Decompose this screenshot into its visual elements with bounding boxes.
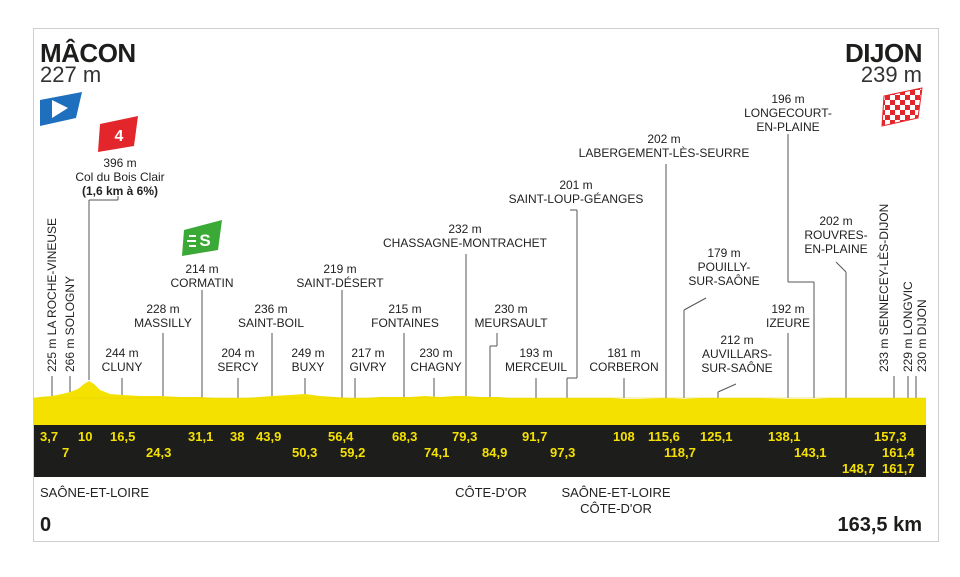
climb-badge-number: 4 — [115, 128, 124, 145]
finish-flag-icon — [881, 87, 923, 127]
climb-badge-icon: 4 — [98, 116, 138, 152]
climb-detail: (1,6 km à 6%) — [81, 184, 159, 198]
km-marker: 91,7 — [522, 429, 548, 444]
km-marker: 118,7 — [664, 445, 696, 460]
km-marker: 115,6 — [648, 429, 680, 444]
km-marker: 148,7 — [842, 461, 875, 476]
vertical-town-label: 229 m LONGVIC — [901, 281, 915, 372]
km-marker: 138,1 — [768, 429, 801, 444]
pointer-lines — [51, 134, 917, 398]
km-marker: 31,1 — [188, 429, 214, 444]
sprint-name: CORMATIN — [170, 276, 234, 290]
km-marker: 56,4 — [328, 429, 354, 444]
start-altitude: 227 m — [40, 62, 102, 87]
start-city: MÂCON — [40, 38, 136, 68]
vertical-town-label: 230 m DIJON — [915, 299, 929, 372]
region-label: CÔTE-D'OR — [455, 485, 527, 500]
km-marker: 79,3 — [452, 429, 478, 444]
km-marker: 157,3 — [874, 429, 907, 444]
km-marker: 38 — [230, 429, 245, 444]
km-marker: 50,3 — [292, 445, 318, 460]
km-marker: 161,7 — [882, 461, 915, 476]
sprint-label: 214 m CORMATIN — [160, 262, 244, 290]
km-marker: 24,3 — [146, 445, 172, 460]
start-flag-icon — [40, 92, 82, 126]
km-marker: 3,7 — [40, 429, 59, 444]
finish-city: DIJON — [845, 38, 922, 68]
km-marker: 161,4 — [882, 445, 915, 460]
vertical-town-label: 225 m LA ROCHE-VINEUSE — [45, 217, 59, 372]
km-band — [34, 425, 926, 477]
km-marker: 74,1 — [424, 445, 450, 460]
vertical-town-label: 266 m SOLOGNY — [63, 275, 77, 372]
distance-end: 163,5 km — [837, 514, 922, 536]
km-marker: 43,9 — [256, 429, 282, 444]
km-marker: 108 — [613, 429, 635, 444]
sprint-altitude: 214 m — [185, 262, 219, 276]
distance-start: 0 — [40, 514, 52, 536]
km-marker: 16,5 — [110, 429, 136, 444]
km-marker: 10 — [78, 429, 93, 444]
km-marker: 7 — [62, 445, 70, 460]
km-marker: 125,1 — [700, 429, 733, 444]
region-label: SAÔNE-ET-LOIRE — [561, 485, 671, 500]
km-marker: 68,3 — [392, 429, 418, 444]
km-marker: 97,3 — [550, 445, 576, 460]
region-label: CÔTE-D'OR — [580, 501, 652, 516]
km-marker: 143,1 — [794, 445, 827, 460]
km-marker: 84,9 — [482, 445, 508, 460]
climb-altitude: 396 m — [103, 156, 137, 170]
climb-name: Col du Bois Clair — [75, 170, 165, 184]
km-marker: 59,2 — [340, 445, 366, 460]
finish-altitude: 239 m — [860, 62, 922, 87]
sprint-badge-icon: S — [182, 220, 222, 256]
climb-label: 396 m Col du Bois Clair (1,6 km à 6%) — [60, 156, 180, 198]
frame-border — [33, 28, 939, 542]
elevation-profile — [34, 381, 926, 425]
sprint-badge-letter: S — [199, 231, 210, 250]
region-label: SAÔNE-ET-LOIRE — [40, 485, 150, 500]
vertical-town-label: 233 m SENNECEY-LÈS-DIJON — [877, 203, 891, 372]
